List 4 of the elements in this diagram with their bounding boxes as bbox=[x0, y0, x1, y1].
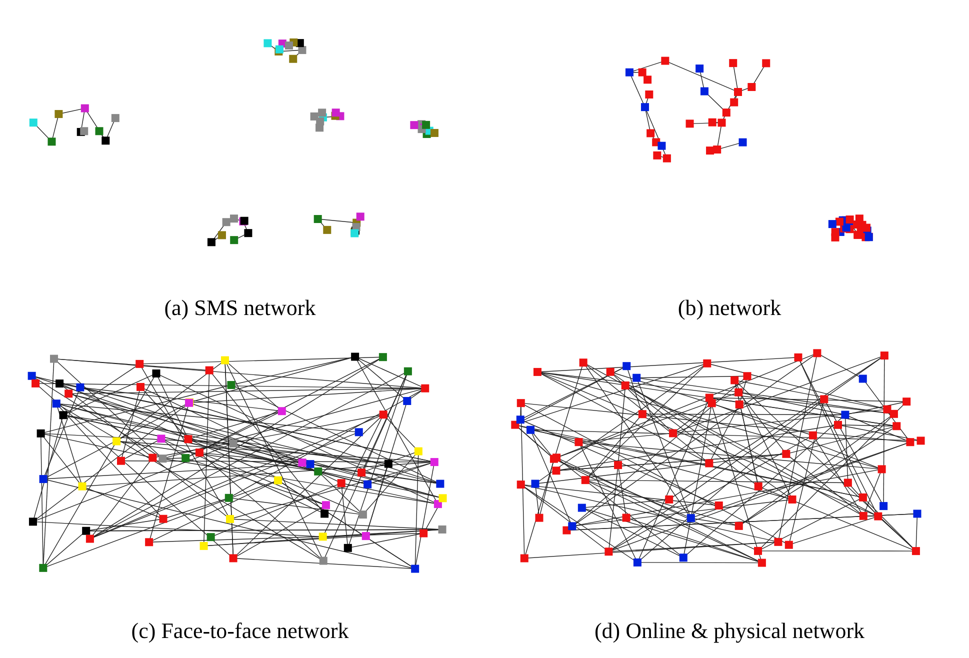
figure-caption: (a) SMS network bbox=[163, 295, 317, 321]
figure-caption: (c) Face-to-face network bbox=[130, 618, 350, 644]
figure-caption: (d) Online & physical network bbox=[593, 618, 866, 644]
figure-caption: (b) network bbox=[676, 295, 782, 321]
